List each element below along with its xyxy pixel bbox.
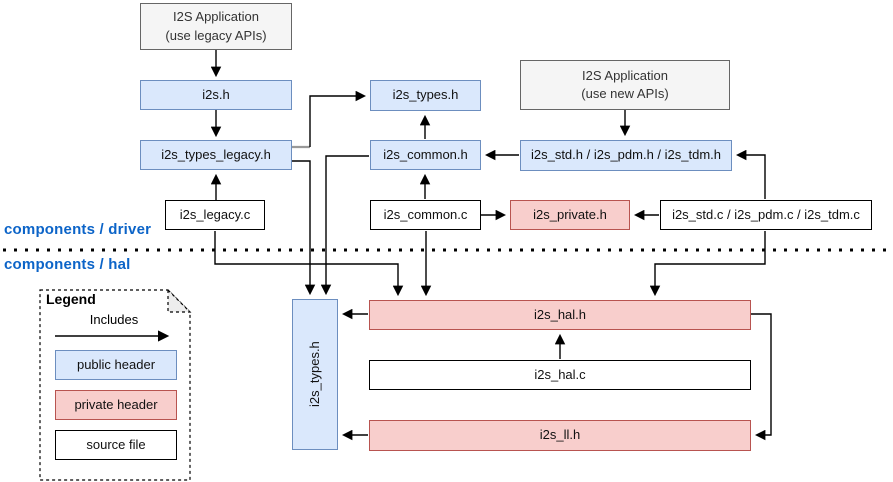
edge-i2s-legacy-c--i2s-hal-h	[214, 231, 404, 297]
node-i2s-std-pdm-tdm-c: i2s_std.c / i2s_pdm.c / i2s_tdm.c	[660, 200, 872, 230]
node-i2s-types-h-hal: i2s_types.h	[292, 299, 338, 450]
edge-i2s-hal-h--i2s-ll-h	[751, 313, 772, 441]
edge-i2s-std-c--i2s-std-h	[735, 149, 766, 199]
section-label-driver: components / driver	[4, 221, 152, 238]
node-app-legacy: I2S Application (use legacy APIs)	[140, 3, 292, 50]
node-i2s-types-h-hal-label: i2s_types.h	[306, 341, 322, 408]
legend-item-public-header: public header	[55, 350, 177, 380]
legend-includes-label: Includes	[89, 312, 139, 327]
legend-title: Legend	[46, 291, 96, 307]
node-i2s-h: i2s.h	[140, 80, 292, 110]
node-i2s-legacy-c: i2s_legacy.c	[165, 200, 265, 230]
node-i2s-std-pdm-tdm-h: i2s_std.h / i2s_pdm.h / i2s_tdm.h	[520, 140, 732, 171]
node-i2s-private-h: i2s_private.h	[510, 200, 630, 230]
node-i2s-hal-h: i2s_hal.h	[369, 300, 751, 330]
node-i2s-types-h-driver: i2s_types.h	[370, 80, 481, 111]
edge-i2s-common-h--i2s-types-h-hal	[320, 155, 369, 296]
section-label-hal: components / hal	[4, 256, 131, 273]
edge-i2s-types-legacy-h--i2s-types-h-driver	[309, 90, 367, 147]
node-i2s-common-c: i2s_common.c	[370, 200, 481, 230]
node-i2s-hal-c: i2s_hal.c	[369, 360, 751, 390]
node-app-new: I2S Application (use new APIs)	[520, 60, 730, 110]
node-i2s-types-legacy-h: i2s_types_legacy.h	[140, 140, 292, 170]
legend-item-source-file: source file	[55, 430, 177, 460]
edge-i2s-types-legacy-h--i2s-types-h-hal	[292, 160, 316, 296]
legend-item-private-header: private header	[55, 390, 177, 420]
node-i2s-ll-h: i2s_ll.h	[369, 420, 751, 451]
node-i2s-common-h: i2s_common.h	[370, 140, 481, 170]
edge-i2s-std-c--i2s-hal-h	[649, 231, 766, 297]
